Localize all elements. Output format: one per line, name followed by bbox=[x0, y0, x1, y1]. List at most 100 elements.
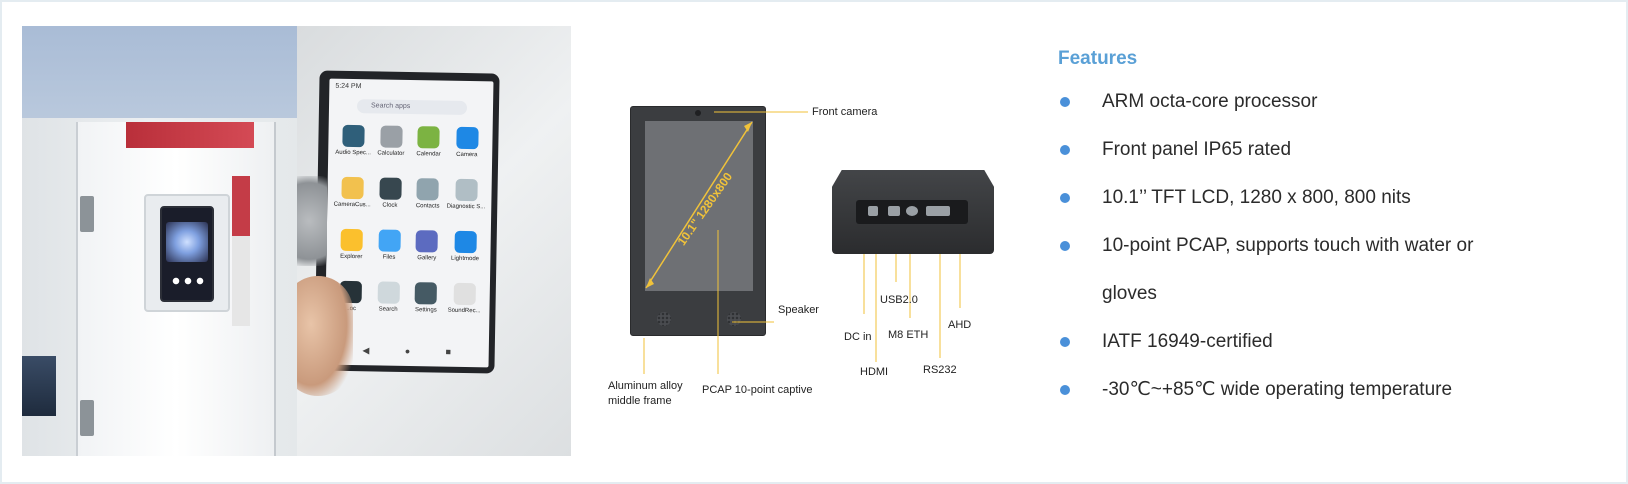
feature-item: ARM octa-core processor bbox=[1058, 78, 1598, 126]
app-label: Calendar bbox=[416, 151, 441, 158]
usb-port-icon bbox=[888, 206, 900, 216]
device-rear-view bbox=[832, 170, 994, 254]
app-icon-tile[interactable]: Lightmode bbox=[445, 227, 485, 280]
eth-port-icon bbox=[906, 206, 918, 216]
app-icon bbox=[455, 178, 478, 202]
label-aluminum-line2: middle frame bbox=[608, 395, 672, 407]
closeup-photo: 5:24 PM Search apps Audio Spec...Calcula… bbox=[297, 26, 571, 456]
app-icon bbox=[417, 126, 441, 149]
app-icon-tile[interactable]: Audio Spec... bbox=[334, 121, 373, 174]
app-icon-tile[interactable]: Camera bbox=[447, 123, 487, 176]
product-diagram: 10.1" 1280x800 Front camera Speaker Alum… bbox=[602, 82, 1022, 422]
feature-text: IATF 16949-certified bbox=[1102, 331, 1273, 352]
app-label: Contacts bbox=[415, 203, 440, 210]
bullet-icon bbox=[1060, 385, 1070, 395]
label-hdmi: HDMI bbox=[860, 366, 889, 378]
red-side-stripe bbox=[232, 176, 250, 326]
feature-text: 10.1’’ TFT LCD, 1280 x 800, 800 nits bbox=[1102, 187, 1411, 208]
app-icon-tile[interactable]: Explorer bbox=[332, 225, 371, 278]
app-icon bbox=[379, 177, 402, 200]
red-stripe bbox=[126, 122, 254, 148]
diagonal-arrow-end bbox=[744, 122, 752, 132]
label-m8-eth: M8 ETH bbox=[888, 329, 929, 341]
feature-item-continuation: gloves bbox=[1058, 270, 1598, 318]
app-icon-tile[interactable]: CameraCus... bbox=[333, 173, 372, 226]
installation-photo bbox=[22, 26, 303, 456]
app-icon-tile[interactable]: Settings bbox=[407, 278, 446, 331]
dc-port-icon bbox=[868, 206, 878, 216]
app-icon bbox=[414, 282, 438, 305]
home-icon: ● bbox=[404, 345, 411, 357]
app-icon bbox=[453, 282, 476, 306]
app-label: Gallery bbox=[417, 255, 437, 262]
label-front-camera: Front camera bbox=[812, 106, 878, 118]
features-section: Features ARM octa-core processor Front p… bbox=[1058, 48, 1598, 414]
features-title: Features bbox=[1058, 48, 1138, 69]
feature-text: Front panel IP65 rated bbox=[1102, 139, 1292, 160]
app-label: Explorer bbox=[340, 253, 363, 261]
feature-item: -30℃~+85℃ wide operating temperature bbox=[1058, 366, 1598, 414]
app-label: Search bbox=[378, 306, 398, 313]
app-icon bbox=[454, 230, 477, 254]
bullet-icon bbox=[1060, 241, 1070, 251]
app-search-bar: Search apps bbox=[356, 99, 468, 115]
app-icon bbox=[377, 281, 400, 304]
feature-text: 10-point PCAP, supports touch with water… bbox=[1102, 235, 1474, 256]
label-dc-in: DC in bbox=[844, 331, 872, 343]
app-icon bbox=[342, 124, 365, 148]
hand-finger bbox=[297, 276, 353, 396]
android-nav-bar: ◀ ● ■ bbox=[345, 343, 469, 359]
mounted-tablet bbox=[160, 206, 214, 302]
app-icon bbox=[340, 228, 363, 252]
speaker-icon bbox=[657, 312, 671, 326]
tablet-screen-glow bbox=[166, 222, 208, 262]
app-icon bbox=[415, 230, 439, 253]
app-label: Settings bbox=[414, 307, 437, 314]
label-usb: USB2.0 bbox=[880, 294, 918, 306]
barcode-scanner bbox=[297, 176, 327, 266]
app-icon-tile[interactable]: Gallery bbox=[408, 226, 447, 279]
app-icon bbox=[378, 229, 401, 252]
feature-text: ARM octa-core processor bbox=[1102, 91, 1318, 112]
back-icon: ◀ bbox=[362, 344, 370, 355]
app-icon-tile[interactable]: Clock bbox=[371, 173, 410, 226]
feature-item: IATF 16949-certified bbox=[1058, 318, 1598, 366]
app-icon bbox=[416, 178, 440, 201]
app-label: Camera bbox=[456, 151, 478, 159]
bullet-icon bbox=[1060, 145, 1070, 155]
diagonal-arrow-start bbox=[646, 278, 654, 288]
app-icon bbox=[341, 176, 364, 200]
diagonal-line bbox=[645, 121, 753, 289]
search-placeholder: Search apps bbox=[370, 102, 411, 111]
app-label: Diagnostic S... bbox=[446, 203, 486, 211]
app-label: Lightmode bbox=[450, 255, 480, 263]
app-label: Calculator bbox=[377, 150, 405, 157]
app-icon-tile[interactable]: Calculator bbox=[372, 121, 411, 174]
app-icon-tile[interactable]: Search bbox=[369, 277, 408, 330]
feature-item: 10.1’’ TFT LCD, 1280 x 800, 800 nits bbox=[1058, 174, 1598, 222]
app-label: Files bbox=[382, 254, 396, 261]
bullet-icon bbox=[1060, 337, 1070, 347]
app-icon bbox=[455, 126, 479, 150]
app-icon-tile[interactable]: Files bbox=[370, 225, 409, 278]
app-icon-tile[interactable]: Calendar bbox=[409, 122, 448, 175]
recents-icon: ■ bbox=[445, 346, 452, 357]
feature-text: -30℃~+85℃ wide operating temperature bbox=[1102, 379, 1453, 400]
label-pcap: PCAP 10-point captive bbox=[702, 384, 813, 396]
laptop-background bbox=[22, 356, 56, 416]
feature-item: Front panel IP65 rated bbox=[1058, 126, 1598, 174]
bullet-icon bbox=[1060, 97, 1070, 107]
feature-text: gloves bbox=[1102, 283, 1157, 304]
app-icon-tile[interactable]: Diagnostic S... bbox=[446, 175, 486, 228]
bullet-icon bbox=[1060, 193, 1070, 203]
label-aluminum-line1: Aluminum alloy bbox=[608, 380, 683, 392]
app-icon-tile[interactable]: Contacts bbox=[408, 174, 447, 227]
label-rs232: RS232 bbox=[923, 364, 957, 376]
app-icon-tile[interactable]: SoundRec... bbox=[444, 279, 484, 332]
app-label: SoundRec... bbox=[447, 307, 481, 315]
label-speaker: Speaker bbox=[778, 304, 819, 316]
door-hinge bbox=[80, 400, 94, 436]
app-label: Clock bbox=[382, 202, 398, 209]
